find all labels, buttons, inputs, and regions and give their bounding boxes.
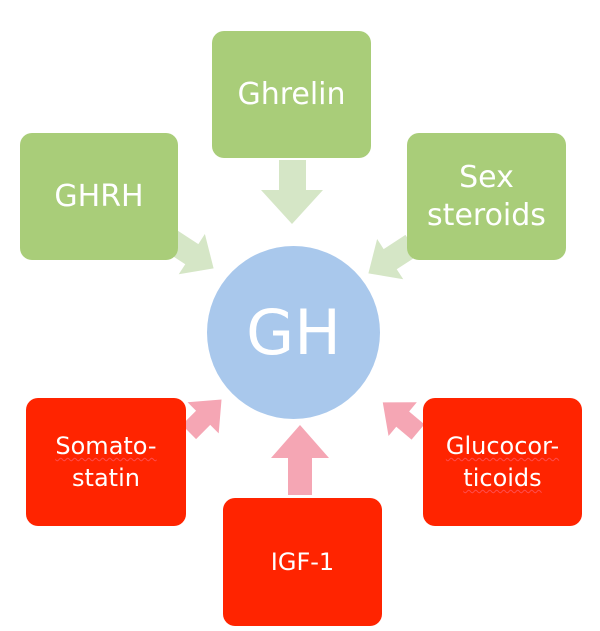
somatostatin-box: Somato- statin: [26, 398, 186, 526]
arrow-glucocorticoids-to-gh: [382, 402, 425, 440]
sex-steroids-label-line-2: steroids: [427, 197, 546, 233]
igf1-box: IGF-1: [223, 498, 382, 626]
somatostatin-label-line-2: statin: [72, 464, 140, 492]
glucocorticoids-box: Glucocor- ticoids: [423, 398, 582, 526]
gh-label: GH: [246, 296, 341, 369]
glucocorticoids-label-line-2: ticoids: [463, 464, 542, 492]
somatostatin-label-line-1: Somato-: [55, 432, 157, 460]
ghrelin-box: Ghrelin: [212, 31, 371, 158]
arrow-sex-steroids-to-gh: [368, 234, 419, 280]
arrow-igf1-to-gh: [271, 425, 329, 495]
ghrh-box: GHRH: [20, 133, 178, 260]
arrow-ghrelin-to-gh: [261, 160, 323, 224]
ghrelin-label: Ghrelin: [237, 76, 346, 112]
ghrh-label: GHRH: [54, 178, 144, 214]
glucocorticoids-label-line-1: Glucocor-: [445, 432, 560, 460]
arrow-somatostatin-to-gh: [181, 399, 222, 440]
sex-steroids-label-line-1: Sex: [459, 159, 514, 195]
gh-circle: GH: [207, 246, 380, 419]
sex-steroids-box: Sex steroids: [407, 133, 566, 260]
igf1-label: IGF-1: [270, 548, 335, 576]
